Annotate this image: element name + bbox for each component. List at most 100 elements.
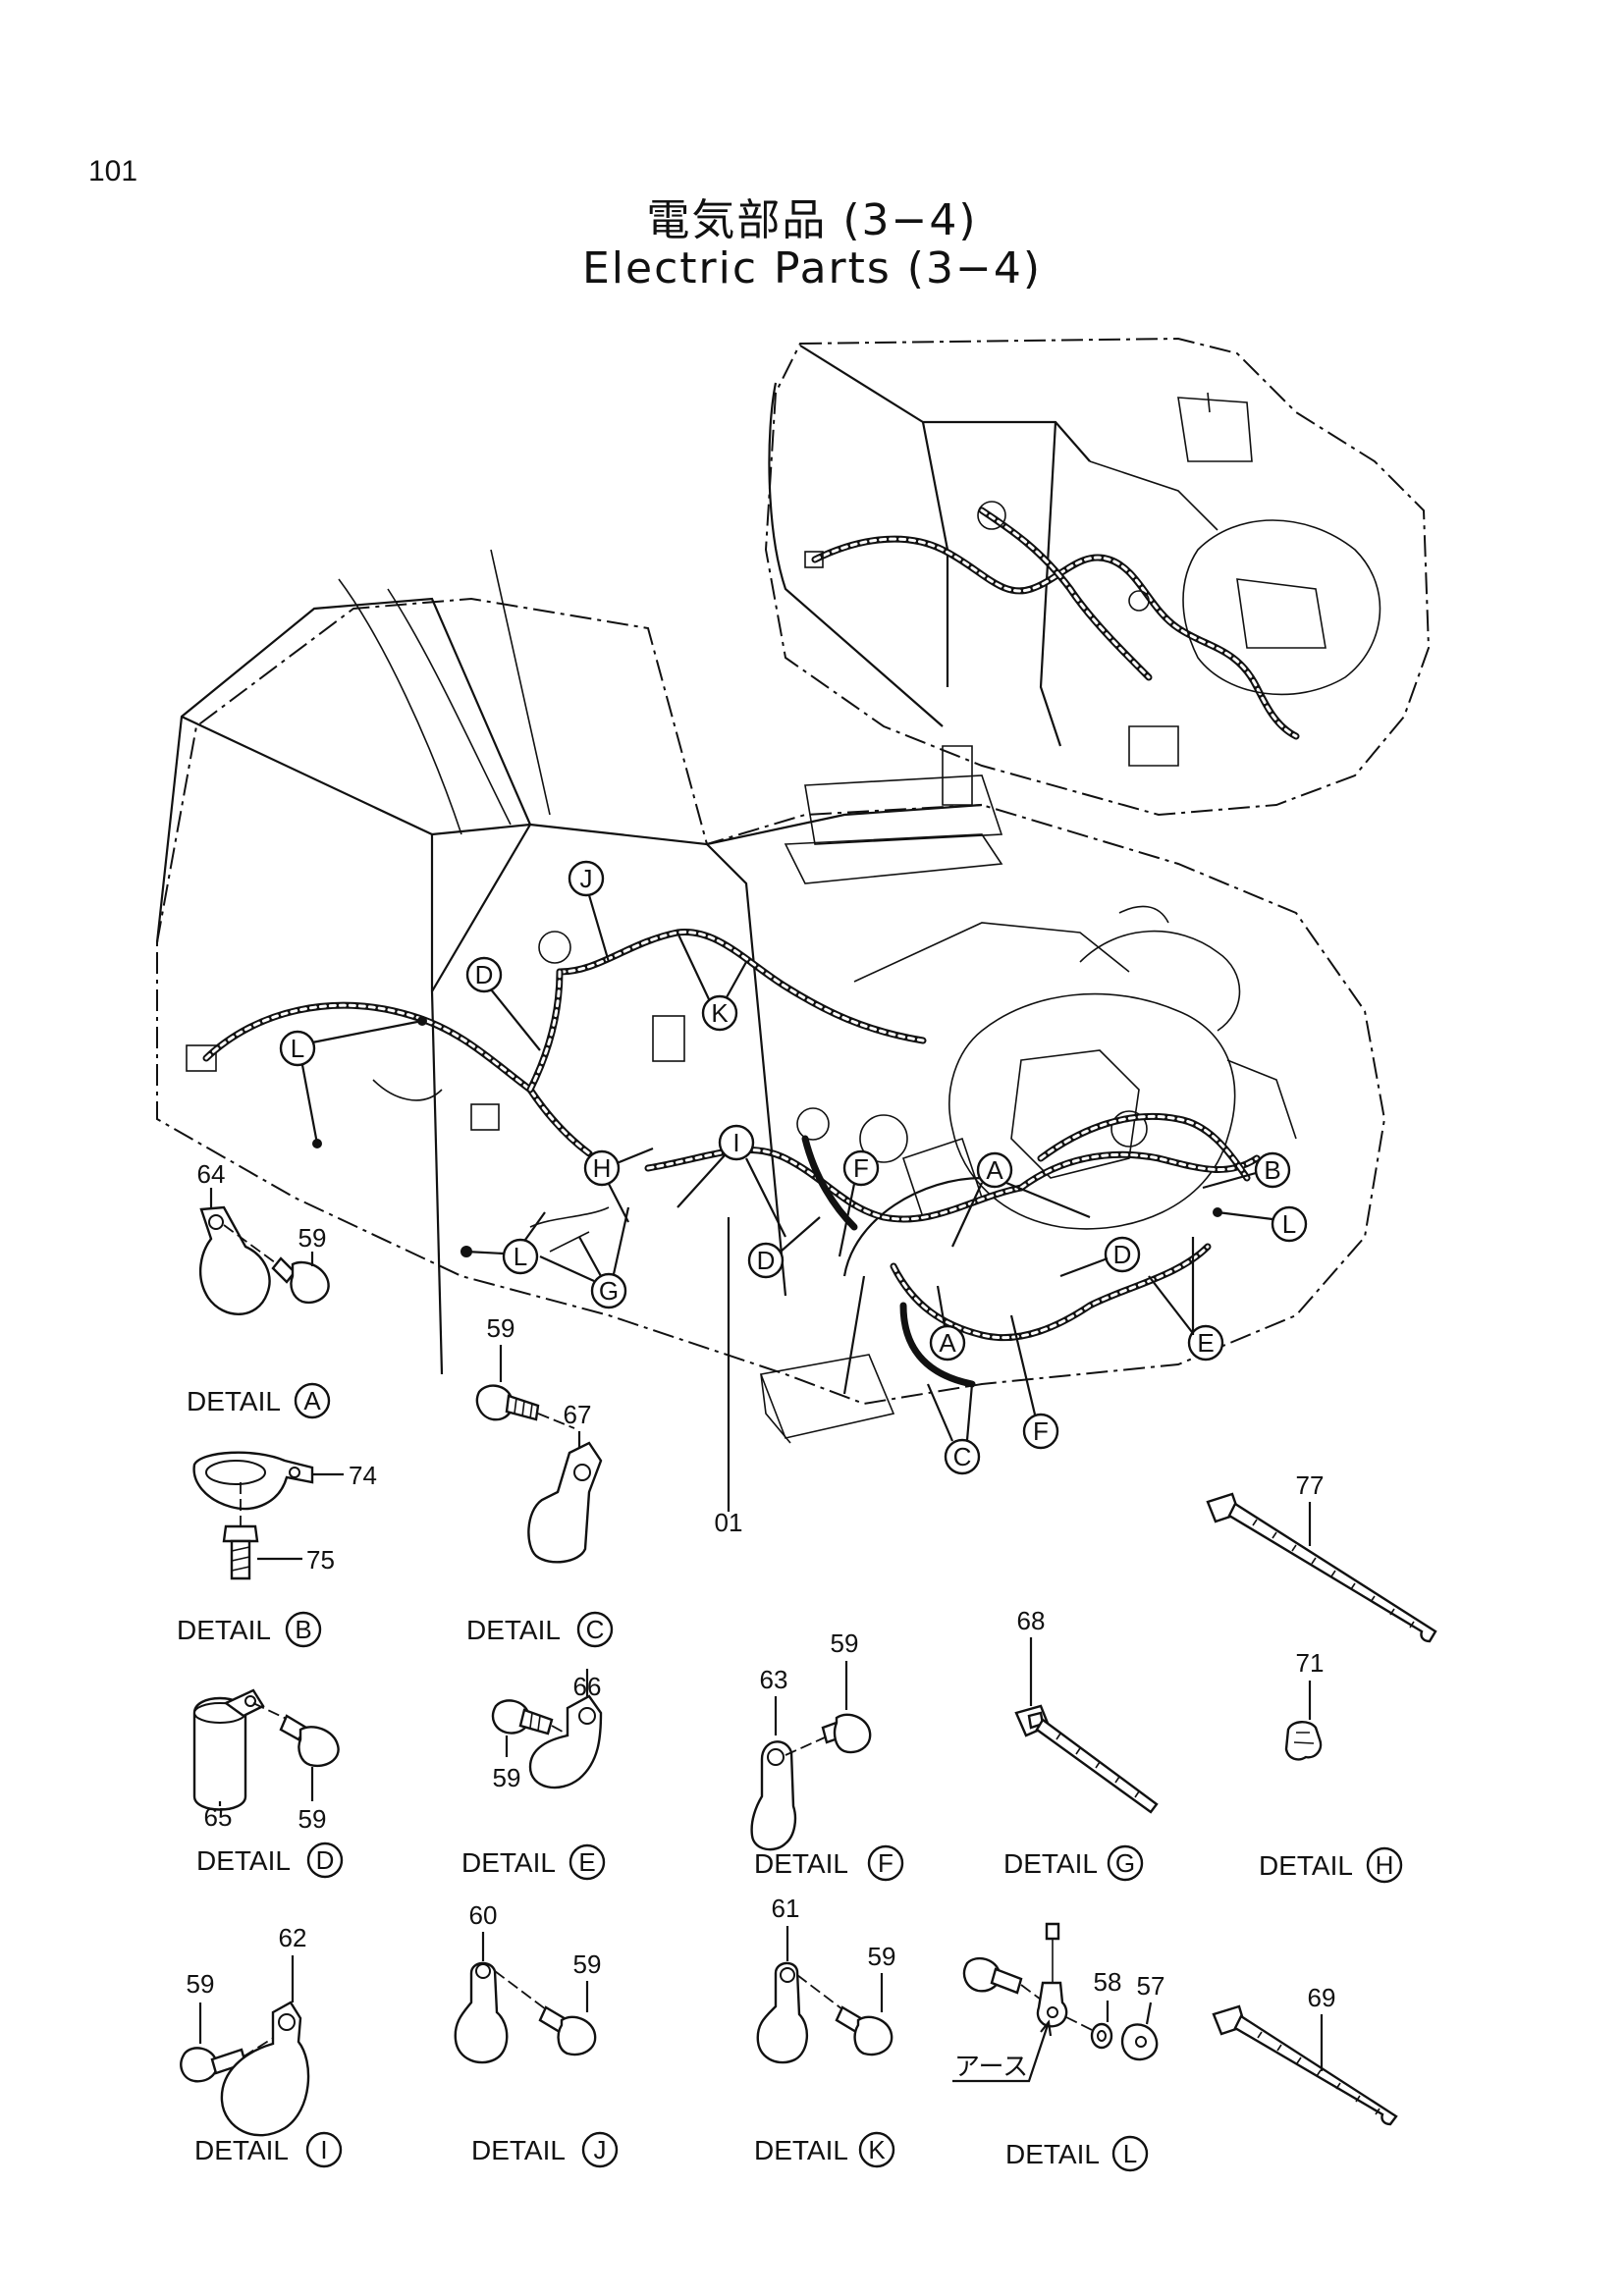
callout-I: I: [677, 1124, 786, 1238]
svg-text:D: D: [1113, 1240, 1132, 1269]
detail-letter: L: [1123, 2139, 1137, 2168]
callout-A-2: A: [929, 1285, 966, 1362]
main-view-callouts: J D L K H I F A B D L G L D E A F C 01: [279, 860, 1308, 1537]
svg-text:C: C: [953, 1442, 972, 1471]
callout-F-2: F: [1009, 1314, 1059, 1450]
detail-label: DETAIL: [1003, 1848, 1098, 1879]
detail-L: 58 57 アース DETAIL L: [952, 1922, 1165, 2172]
cable-tie-69: 69: [1212, 1983, 1398, 2126]
svg-text:67: 67: [564, 1400, 592, 1429]
svg-text:58: 58: [1094, 1967, 1122, 1997]
svg-text:66: 66: [573, 1672, 602, 1701]
detail-F: 63 59 DETAIL F: [750, 1629, 904, 1882]
svg-text:59: 59: [573, 1949, 602, 1979]
detail-letter: B: [295, 1615, 311, 1644]
detail-letter: H: [1376, 1850, 1394, 1880]
callout-D-1: D: [465, 956, 541, 1051]
svg-text:F: F: [853, 1153, 869, 1183]
svg-text:74: 74: [349, 1461, 377, 1490]
svg-text:J: J: [580, 864, 593, 893]
detail-letter: J: [594, 2135, 607, 2164]
detail-letter: F: [878, 1848, 893, 1878]
detail-C: 59 67 DETAIL C: [466, 1313, 614, 1648]
page-title-english: Electric Parts (3−4): [582, 243, 1042, 294]
detail-letter: E: [578, 1847, 595, 1877]
detail-letter: K: [868, 2135, 886, 2164]
callout-D-3: D: [1059, 1236, 1141, 1278]
svg-text:59: 59: [187, 1969, 215, 1999]
detail-label: DETAIL: [466, 1615, 561, 1645]
detail-B: 74 75 DETAIL B: [177, 1451, 377, 1648]
detail-I: 59 62 DETAIL I: [180, 1923, 343, 2168]
svg-text:A: A: [986, 1155, 1003, 1185]
svg-text:59: 59: [493, 1763, 521, 1792]
svg-text:59: 59: [298, 1804, 327, 1834]
detail-letter: G: [1115, 1848, 1135, 1878]
svg-text:60: 60: [469, 1900, 498, 1930]
svg-text:75: 75: [306, 1545, 335, 1575]
svg-text:A: A: [939, 1328, 956, 1358]
detail-G: 68 DETAIL G: [1003, 1606, 1159, 1882]
svg-text:77: 77: [1296, 1470, 1325, 1500]
callout-B: B: [1202, 1151, 1291, 1190]
callout-F-1: F: [838, 1149, 880, 1257]
detail-H: 71 DETAIL H: [1259, 1648, 1403, 1884]
detail-letter: I: [320, 2135, 327, 2164]
detail-label: DETAIL: [754, 1848, 848, 1879]
callout-L-3: L: [1217, 1205, 1308, 1243]
detail-label: DETAIL: [754, 2135, 848, 2165]
detail-label: DETAIL: [187, 1386, 281, 1416]
svg-text:G: G: [599, 1276, 619, 1306]
detail-label: DETAIL: [461, 1847, 556, 1878]
svg-text:L: L: [514, 1242, 527, 1271]
svg-text:H: H: [593, 1153, 612, 1183]
svg-text:L: L: [1282, 1209, 1296, 1239]
detail-letter: A: [303, 1386, 321, 1415]
detail-label: DETAIL: [1005, 2139, 1100, 2169]
detail-label: DETAIL: [1259, 1850, 1353, 1881]
callout-J: J: [568, 860, 611, 963]
svg-text:63: 63: [760, 1665, 788, 1694]
callout-D-2: D: [747, 1216, 821, 1279]
harness-number-01: 01: [715, 1217, 743, 1537]
detail-label: DETAIL: [194, 2135, 289, 2165]
detail-label: DETAIL: [177, 1615, 271, 1645]
svg-text:64: 64: [197, 1159, 226, 1189]
detail-K: 61 59 DETAIL K: [754, 1894, 896, 2168]
detail-label: DETAIL: [471, 2135, 566, 2165]
svg-text:D: D: [475, 960, 494, 989]
svg-text:I: I: [732, 1128, 739, 1157]
detail-D: 59 65 DETAIL D: [192, 1688, 344, 1879]
callout-E: E: [1148, 1237, 1224, 1362]
svg-text:L: L: [291, 1034, 304, 1063]
svg-text:59: 59: [831, 1629, 859, 1658]
callout-L-2: L: [465, 1211, 546, 1275]
page-title-japanese: 電気部品 (3−4): [646, 195, 978, 245]
svg-text:65: 65: [204, 1802, 233, 1832]
svg-text:K: K: [711, 998, 729, 1028]
callout-G: G: [539, 1206, 630, 1309]
detail-E: 59 66 DETAIL E: [461, 1669, 606, 1881]
svg-text:E: E: [1197, 1328, 1214, 1358]
svg-text:B: B: [1264, 1155, 1280, 1185]
ground-label: アース: [954, 2053, 1028, 2082]
detail-J: 60 59 DETAIL J: [454, 1900, 619, 2168]
svg-text:57: 57: [1137, 1971, 1165, 2001]
overview-machine-illustration: [764, 337, 1431, 817]
svg-text:71: 71: [1296, 1648, 1325, 1678]
callout-C: C: [926, 1383, 981, 1475]
svg-text:62: 62: [279, 1923, 307, 1952]
detail-letter: D: [316, 1845, 335, 1875]
callout-K: K: [677, 932, 747, 1032]
callout-H: H: [583, 1147, 654, 1223]
page-number: 101: [88, 155, 138, 187]
svg-text:59: 59: [868, 1942, 896, 1971]
callout-A-1: A: [951, 1151, 1091, 1248]
detail-label: DETAIL: [196, 1845, 291, 1876]
svg-text:01: 01: [715, 1508, 743, 1537]
callout-L-1: L: [279, 1019, 423, 1145]
svg-text:68: 68: [1017, 1606, 1046, 1635]
svg-text:D: D: [757, 1246, 776, 1275]
svg-text:69: 69: [1308, 1983, 1336, 2012]
